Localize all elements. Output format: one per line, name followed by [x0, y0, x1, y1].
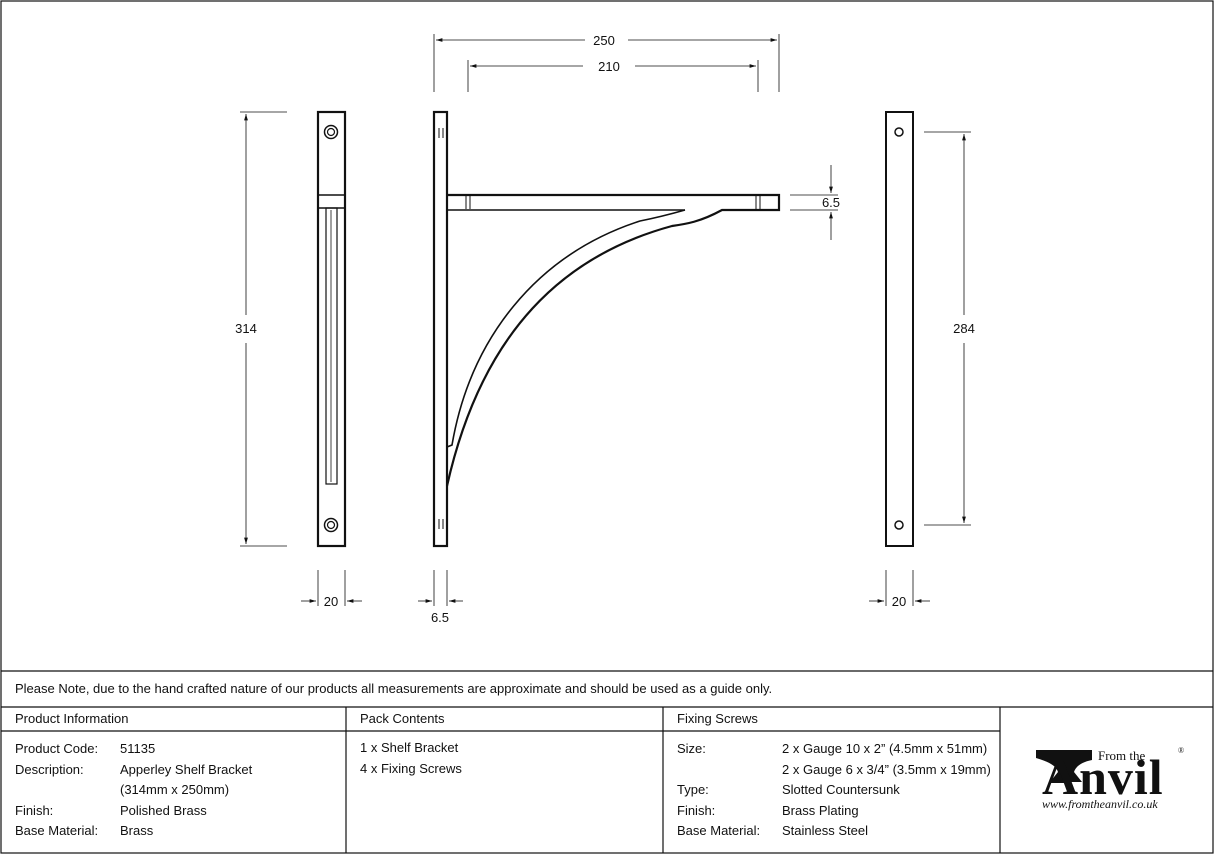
size-label-cont	[677, 760, 760, 781]
fixing-screws-labels: Size: Type: Finish: Base Material:	[677, 739, 760, 842]
base-material-value: Brass	[120, 823, 154, 838]
dim-overall-width: 250	[593, 33, 615, 48]
dim-side-thickness: 6.5	[431, 610, 449, 625]
fixing-screws-values: 2 x Gauge 10 x 2” (4.5mm x 51mm) 2 x Gau…	[782, 739, 991, 842]
fixing-screws-heading: Fixing Screws	[677, 711, 758, 726]
dimension-lines	[240, 34, 971, 606]
anvil-icon	[1036, 750, 1092, 782]
back-view	[885, 111, 914, 547]
base-material-label: Base Material:	[15, 823, 99, 838]
list-item: 4 x Fixing Screws	[360, 760, 462, 776]
description-label: Description:	[15, 761, 84, 777]
dim-back-width: 20	[892, 594, 906, 609]
product-code-value: 51135	[120, 741, 156, 756]
screw-base-material-label: Base Material:	[677, 823, 761, 838]
finish-value: Polished Brass	[120, 802, 207, 818]
product-info-values: 51135 Apperley Shelf Bracket (314mm x 25…	[120, 739, 252, 842]
logo-from-the: From the	[1098, 748, 1146, 763]
side-view	[432, 110, 781, 548]
list-item: 1 x Shelf Bracket	[360, 740, 459, 755]
screw-finish-value: Brass Plating	[782, 802, 859, 818]
pack-contents-list: 1 x Shelf Bracket 4 x Fixing Screws	[360, 738, 462, 779]
dim-arm-thickness: 6.5	[822, 195, 840, 210]
type-value: Slotted Countersunk	[782, 782, 900, 797]
screw-finish-label: Finish:	[677, 802, 716, 818]
description-value: Apperley Shelf Bracket	[120, 761, 253, 777]
description-label-cont	[15, 780, 98, 801]
logo-anvil-wordmark: Anvil	[1042, 749, 1164, 805]
dim-front-width: 20	[324, 594, 338, 609]
logo-url: www.fromtheanvil.co.uk	[1042, 797, 1158, 811]
product-information-heading: Product Information	[15, 711, 129, 726]
logo-registered-mark: ®	[1178, 746, 1185, 755]
finish-label: Finish:	[15, 802, 54, 818]
product-code-label: Product Code:	[15, 741, 99, 756]
dim-hole-centres: 284	[953, 321, 975, 336]
size-value-1: 2 x Gauge 10 x 2” (4.5mm x 51mm)	[782, 741, 988, 756]
type-label: Type:	[677, 782, 709, 797]
dim-arm-length: 210	[598, 59, 620, 74]
pack-contents-heading: Pack Contents	[360, 711, 445, 726]
size-value-2: 2 x Gauge 6 x 3/4” (3.5mm x 19mm)	[782, 761, 991, 777]
description-size-value: (314mm x 250mm)	[120, 782, 230, 797]
measurement-note: Please Note, due to the hand crafted nat…	[15, 681, 773, 696]
dim-overall-height: 314	[235, 321, 257, 336]
product-info-labels: Product Code: Description: Finish: Base …	[15, 739, 98, 842]
screw-base-material-value: Stainless Steel	[782, 823, 868, 838]
size-label: Size:	[677, 741, 706, 756]
front-view	[316, 110, 347, 548]
